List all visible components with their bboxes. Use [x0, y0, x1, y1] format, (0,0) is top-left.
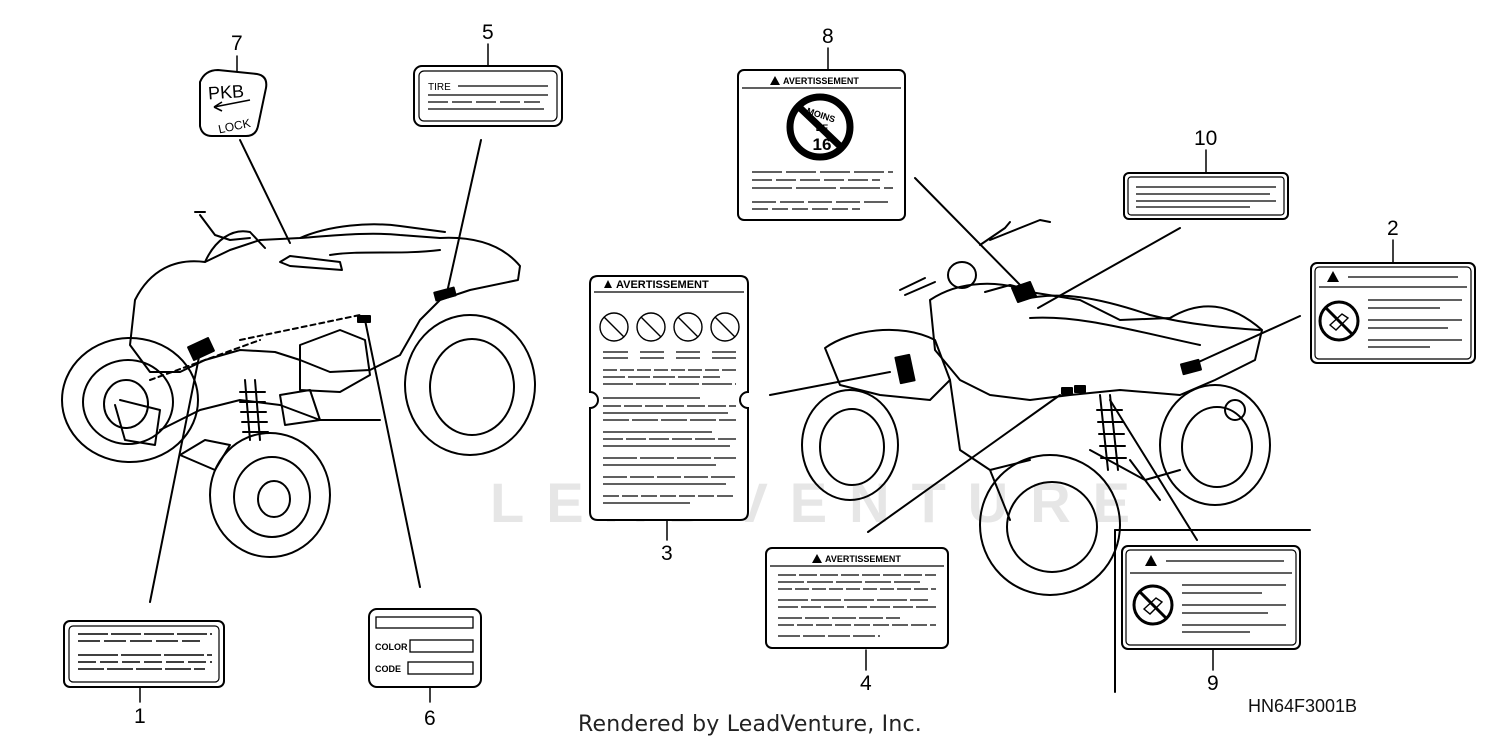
callout-2: 2 [1387, 217, 1399, 240]
age-text-line3: 16 [813, 135, 832, 154]
label-9 [1121, 545, 1301, 650]
warning-title-main: AVERTISSEMENT [616, 279, 709, 291]
color-label-text: COLOR [375, 642, 408, 652]
label-tire [413, 65, 563, 127]
parking-label-bottom: LOCK [217, 116, 252, 136]
rendered-by-footer: Rendered by LeadVenture, Inc. [578, 712, 922, 737]
callout-9: 9 [1207, 672, 1219, 695]
atv-right-drawing [801, 219, 1271, 596]
label-4 [765, 547, 949, 649]
callout-1: 1 [134, 705, 146, 728]
label-2 [1310, 262, 1476, 364]
callout-7: 7 [231, 32, 243, 55]
label-10 [1123, 172, 1289, 220]
label-main-warning [589, 275, 749, 521]
warning-title-age: AVERTISSEMENT [783, 76, 859, 86]
callout-3: 3 [661, 542, 673, 565]
diagram-code: HN64F3001B [1248, 696, 1358, 716]
tire-label-text: TIRE [428, 82, 451, 93]
parking-label-top: PKB [207, 81, 244, 103]
callout-8: 8 [822, 25, 834, 48]
callout-10: 10 [1194, 127, 1218, 150]
callout-5: 5 [482, 21, 494, 44]
label-1 [63, 620, 225, 688]
label-color-code [368, 608, 482, 688]
callout-6: 6 [424, 707, 436, 730]
label-parking-lock [199, 68, 268, 137]
code-label-text: CODE [375, 664, 401, 674]
callout-4: 4 [860, 672, 872, 695]
age-text-line2: DE [816, 123, 829, 133]
warning-title-4: AVERTISSEMENT [825, 554, 901, 564]
label-age-warning [737, 69, 906, 221]
atv-left-drawing [61, 211, 536, 558]
